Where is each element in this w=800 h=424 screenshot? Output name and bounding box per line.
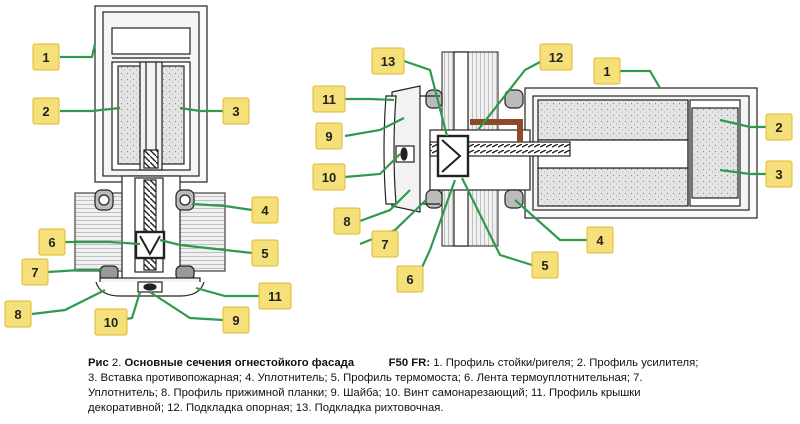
callout-left-2: 2 (32, 97, 60, 125)
figure-title: Основные сечения огнестойкого фасада (124, 357, 355, 369)
callout-left-1: 1 (32, 43, 60, 71)
callout-left-9: 9 (222, 306, 250, 334)
svg-text:6: 6 (48, 235, 55, 250)
svg-text:3: 3 (775, 167, 782, 182)
caption-line-2: 3. Вставка противопожарная; 4. Уплотните… (88, 372, 643, 384)
left-section-drawing (74, 5, 226, 297)
callout-right-4: 4 (586, 226, 614, 254)
callout-right-10: 10 (312, 163, 346, 191)
svg-text:10: 10 (322, 170, 336, 185)
right-section-drawing (383, 51, 758, 247)
svg-text:5: 5 (541, 258, 548, 273)
svg-text:13: 13 (381, 54, 395, 69)
callout-right-5: 5 (531, 251, 559, 279)
svg-text:4: 4 (596, 233, 604, 248)
callout-right-12: 12 (539, 43, 573, 71)
caption-text-1: 1. Профиль стойки/ригеля; 2. Профиль уси… (433, 357, 699, 369)
svg-text:9: 9 (325, 129, 332, 144)
system-name: F50 FR: (388, 357, 431, 369)
svg-text:3: 3 (232, 104, 239, 119)
caption-line-1: Рис 2. Основные сечения огнестойкого фас… (88, 356, 698, 371)
svg-text:11: 11 (268, 289, 282, 304)
caption-line-4: декоративной; 12. Подкладка опорная; 13.… (88, 402, 444, 414)
callout-right-2: 2 (765, 113, 793, 141)
svg-text:9: 9 (232, 313, 239, 328)
callout-left-8: 8 (4, 300, 32, 328)
callout-left-10: 10 (94, 308, 128, 336)
svg-text:2: 2 (42, 104, 49, 119)
caption-line-3: Уплотнитель; 8. Профиль прижимной планки… (88, 387, 641, 399)
svg-text:1: 1 (603, 64, 610, 79)
callout-right-13: 13 (371, 47, 405, 75)
callout-left-7: 7 (21, 258, 49, 286)
callout-left-3: 3 (222, 97, 250, 125)
callout-left-6: 6 (38, 228, 66, 256)
callout-right-8: 8 (333, 207, 361, 235)
svg-text:6: 6 (406, 272, 413, 287)
svg-text:7: 7 (31, 265, 38, 280)
callout-left-11: 11 (258, 282, 292, 310)
callout-right-9: 9 (315, 122, 343, 150)
svg-text:7: 7 (381, 237, 388, 252)
svg-text:11: 11 (322, 92, 336, 107)
svg-text:8: 8 (343, 214, 350, 229)
fire-resistant-facade-sections: 1 2 3 4 5 6 7 8 9 10 11 13 (4, 5, 793, 336)
callout-right-7: 7 (371, 230, 399, 258)
figure-number: 2. (111, 357, 122, 369)
svg-text:8: 8 (14, 307, 21, 322)
svg-text:5: 5 (261, 246, 268, 261)
callout-right-3: 3 (765, 160, 793, 188)
svg-text:1: 1 (42, 50, 49, 65)
callout-left-5: 5 (251, 239, 279, 267)
svg-text:4: 4 (261, 203, 269, 218)
callout-left-4: 4 (251, 196, 279, 224)
figure-label: Рис (88, 357, 109, 369)
svg-text:2: 2 (775, 120, 782, 135)
callout-right-6: 6 (396, 265, 424, 293)
svg-text:12: 12 (549, 50, 563, 65)
callout-right-1: 1 (593, 57, 621, 85)
svg-text:10: 10 (104, 315, 118, 330)
callout-right-11: 11 (312, 85, 346, 113)
